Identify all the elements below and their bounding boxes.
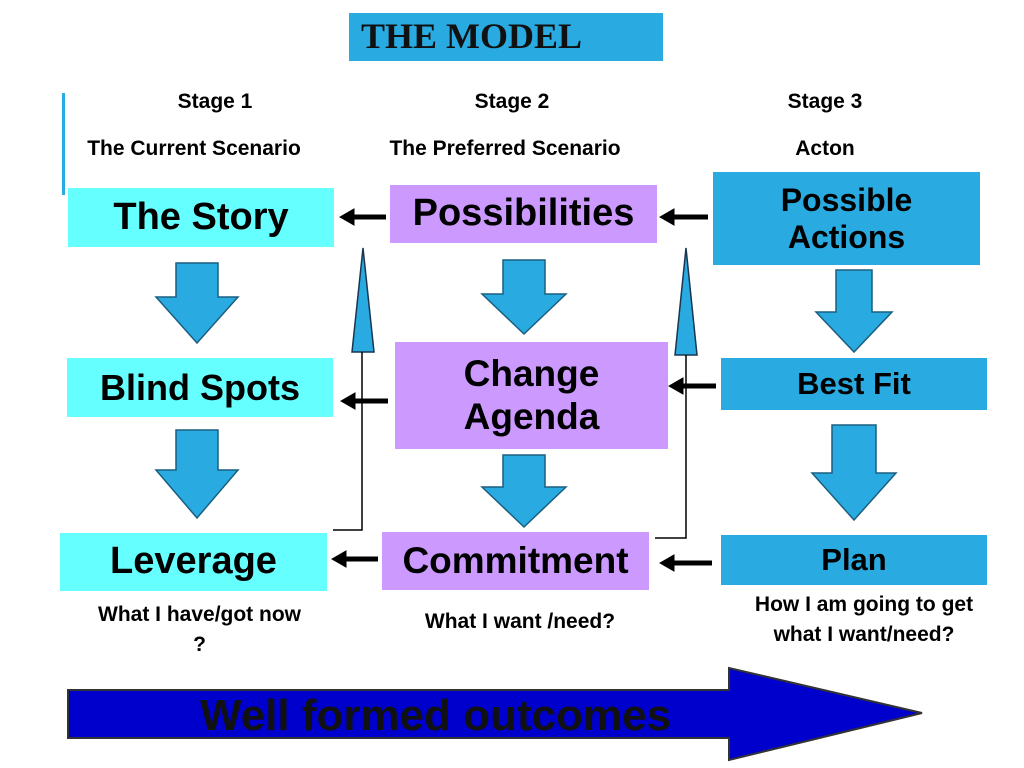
- down-arrow-icon: [810, 424, 898, 522]
- the-story-box: The Story: [68, 188, 334, 247]
- commitment-box: Commitment: [382, 532, 649, 590]
- outcome-arrow-icon: [67, 666, 923, 762]
- up-arrow-icon: [674, 247, 698, 356]
- stage-2-label: Stage 2: [474, 90, 550, 113]
- outcome-label: Well formed outcomes: [200, 691, 672, 740]
- stage-2-scenario: The Preferred Scenario: [389, 137, 621, 160]
- stage-1-label: Stage 1: [177, 90, 253, 113]
- down-arrow-icon: [480, 454, 568, 529]
- accent-bar: [62, 93, 65, 195]
- question-col3: How I am going to get what I want/need?: [754, 593, 974, 647]
- down-arrow-icon: [154, 429, 240, 520]
- best-fit-box: Best Fit: [721, 358, 987, 410]
- page-title: THE MODEL: [349, 13, 663, 61]
- blind-spots-box: Blind Spots: [67, 358, 333, 417]
- plan-box: Plan: [721, 535, 987, 585]
- stage-1-scenario: The Current Scenario: [87, 137, 301, 160]
- stage-3-scenario: Acton: [795, 137, 855, 160]
- question-col1: What I have/got now ?: [98, 603, 301, 657]
- possible-actions-box: Possible Actions: [713, 172, 980, 265]
- question-col2: What I want /need?: [424, 610, 616, 633]
- stage-3-label: Stage 3: [787, 90, 863, 113]
- leverage-box: Leverage: [60, 533, 327, 591]
- down-arrow-icon: [814, 269, 894, 354]
- up-arrow-icon: [351, 247, 375, 353]
- feedback-line: [333, 352, 363, 531]
- feedback-line: [655, 355, 687, 539]
- possibilities-box: Possibilities: [390, 185, 657, 243]
- down-arrow-icon: [154, 262, 240, 345]
- change-agenda-box: Change Agenda: [395, 342, 668, 449]
- down-arrow-icon: [480, 259, 568, 336]
